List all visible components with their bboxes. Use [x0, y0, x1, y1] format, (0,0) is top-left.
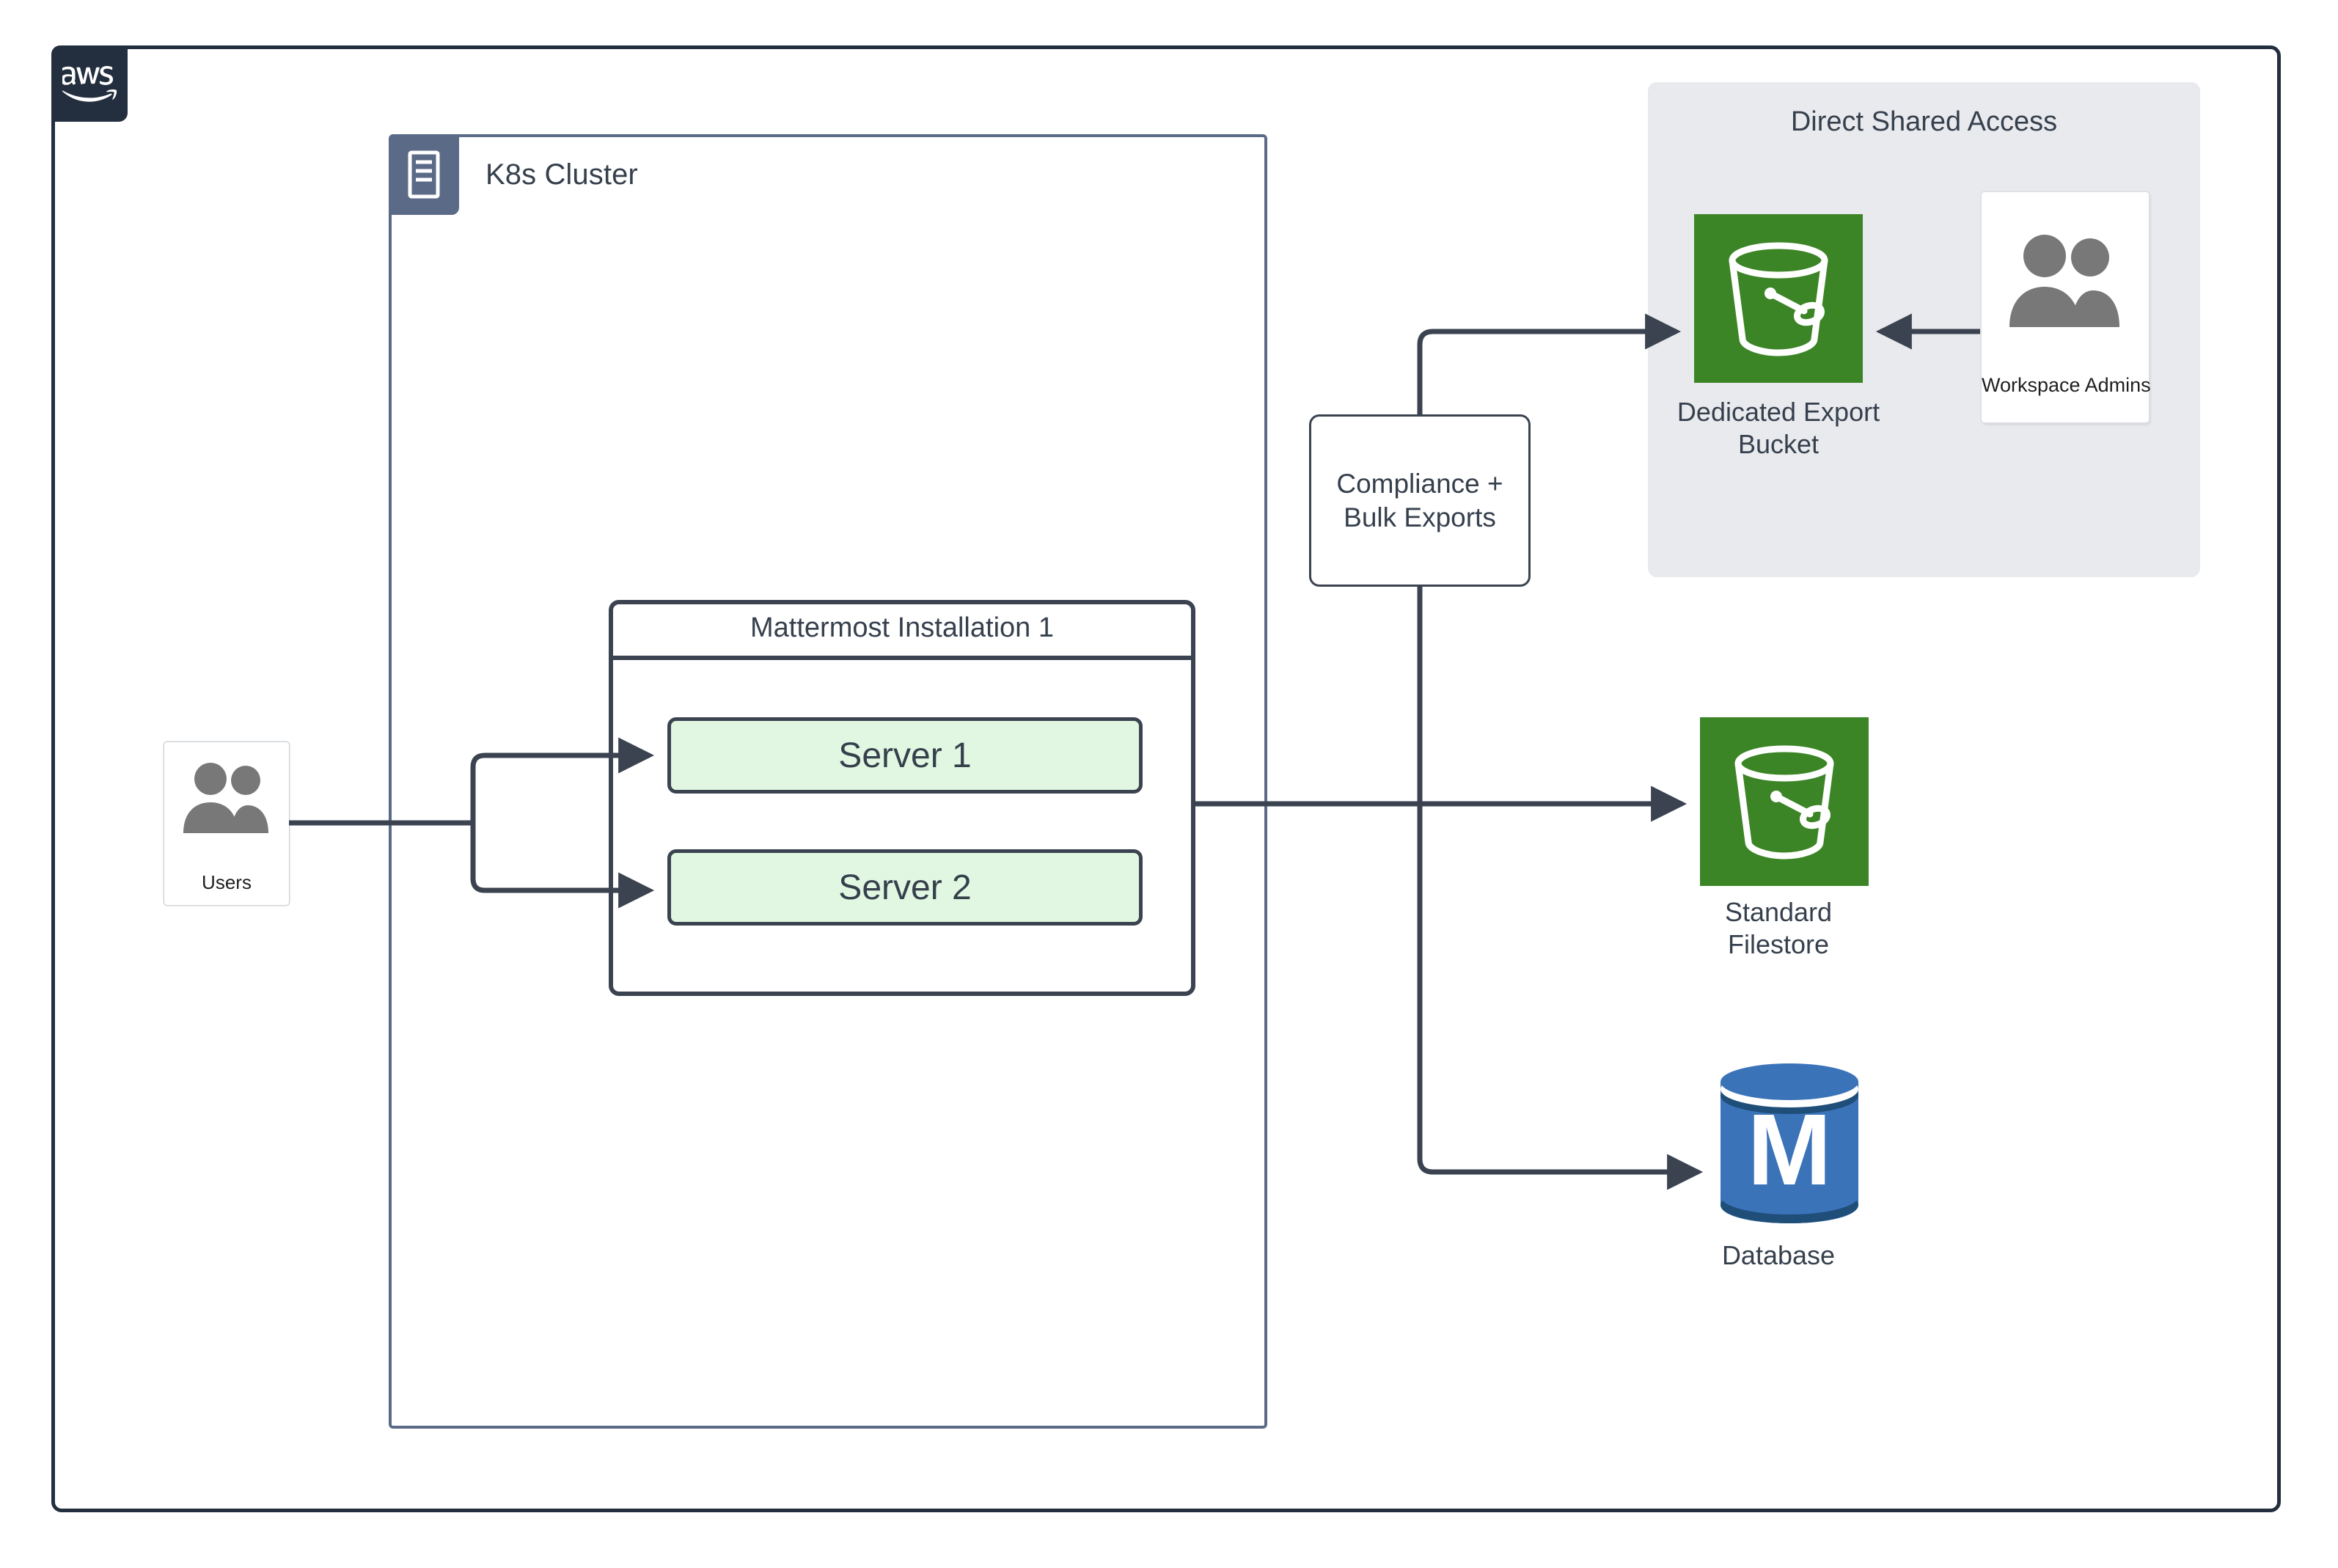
- standard-filestore-caption: Standard Filestore: [1610, 896, 1947, 961]
- compliance-bulk-exports-node[interactable]: Compliance + Bulk Exports: [1309, 414, 1531, 587]
- server-1-node[interactable]: Server 1: [667, 717, 1143, 794]
- k8s-cluster-label: K8s Cluster: [485, 158, 638, 191]
- caption-line-1: Dedicated Export: [1676, 397, 1880, 427]
- caption-line-2: Filestore: [1727, 928, 1830, 959]
- aws-cloud-boundary: [51, 45, 2281, 1512]
- mattermost-installation-container: [609, 600, 1195, 996]
- compliance-label-line-2: Bulk Exports: [1344, 502, 1496, 532]
- server-2-label: Server 2: [838, 868, 972, 907]
- server-1-label: Server 1: [838, 736, 972, 775]
- caption-line-2: Bucket: [1737, 428, 1820, 459]
- workspace-admins-label: Workspace Admins: [1982, 374, 2151, 396]
- s3-bucket-icon-dedicated-export[interactable]: [1694, 214, 1863, 383]
- users-group-icon: [180, 760, 273, 836]
- mattermost-database-cylinder-icon[interactable]: M: [1716, 1061, 1863, 1226]
- direct-shared-access-label: Direct Shared Access: [1790, 106, 2058, 137]
- compliance-label-line-1: Compliance +: [1336, 469, 1503, 499]
- server-2-node[interactable]: Server 2: [667, 849, 1143, 926]
- k8s-cluster-boundary: [389, 134, 1267, 1429]
- aws-logo-icon: [51, 45, 128, 122]
- s3-bucket-icon-standard-filestore[interactable]: [1700, 717, 1869, 886]
- users-group-icon-workspace-admins: [2006, 231, 2125, 331]
- database-caption: Database: [1610, 1239, 1947, 1272]
- caption-line-1: Database: [1721, 1240, 1836, 1270]
- server-rack-icon: [389, 134, 459, 215]
- dedicated-export-bucket-caption: Dedicated Export Bucket: [1610, 396, 1947, 461]
- svg-text:M: M: [1748, 1093, 1832, 1206]
- caption-line-1: Standard: [1724, 897, 1833, 927]
- users-label: Users: [202, 871, 252, 893]
